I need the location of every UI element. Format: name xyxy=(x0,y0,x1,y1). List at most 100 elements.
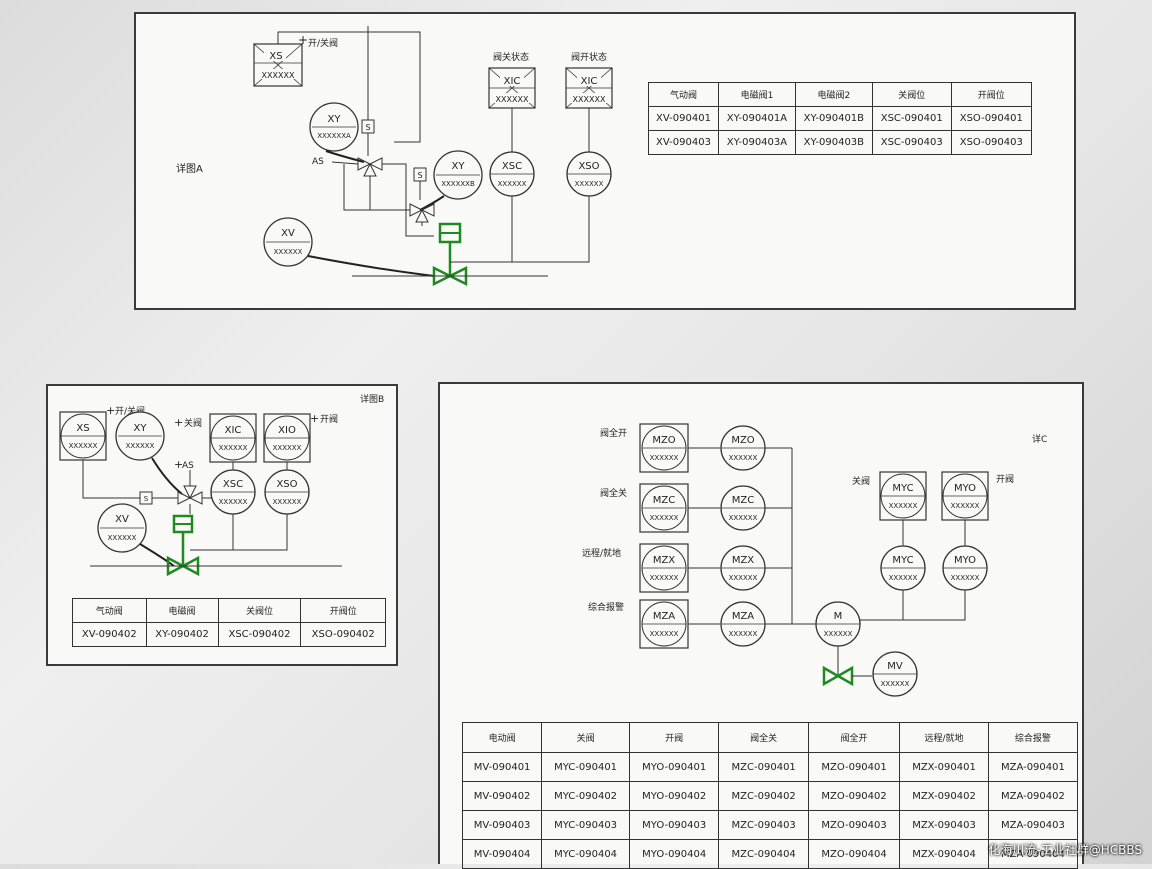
svg-text:MZA: MZA xyxy=(732,611,754,622)
svg-text:MZO: MZO xyxy=(652,435,675,446)
svg-text:XXXXXX: XXXXXX xyxy=(951,502,980,510)
svg-text:XXXXXX: XXXXXX xyxy=(273,444,302,452)
svg-text:MZX: MZX xyxy=(653,555,675,566)
svg-text:+: + xyxy=(174,458,183,471)
svg-text:+: + xyxy=(174,416,183,429)
mzc-box: MZC XXXXXX xyxy=(639,483,689,533)
full-close-label: 阀全关 xyxy=(600,487,627,499)
full-open-label: 阀全开 xyxy=(600,427,627,439)
detail-a-diagram: 详图A XS XXXXXX + 开/关阀 S S XY XXXXXXA xyxy=(176,26,613,287)
svg-text:S: S xyxy=(144,495,149,503)
pneumatic-valve-icon xyxy=(432,222,468,287)
closed-status-label: 阀关状态 xyxy=(493,51,529,63)
svg-text:XXXXXXA: XXXXXXA xyxy=(317,132,351,140)
detail-a-open-close: 开/关阀 xyxy=(308,37,338,49)
detail-a-panel: 详图A XS XXXXXX + 开/关阀 S S XY XXXXXXA xyxy=(134,12,1076,310)
svg-text:+: + xyxy=(310,412,319,425)
detail-c-panel: 详C 阀全开 阀全关 远程/就地 综合报警 MZO XXXXXX MZC XXX… xyxy=(438,382,1084,869)
svg-text:XV: XV xyxy=(281,228,295,239)
xs-box: XS XXXXXX xyxy=(253,43,303,87)
svg-text:XS: XS xyxy=(76,423,89,434)
svg-text:XSC: XSC xyxy=(502,161,522,172)
three-way-valve-b xyxy=(409,203,435,223)
svg-text:S: S xyxy=(365,123,370,132)
mzo-box: MZO XXXXXX xyxy=(639,423,689,473)
svg-text:XXXXXX: XXXXXX xyxy=(575,180,604,188)
svg-text:XY: XY xyxy=(452,161,466,172)
detail-c-open-valve: 开阀 xyxy=(996,474,1014,485)
svg-text:XXXXXX: XXXXXX xyxy=(273,498,302,506)
watermark: 化海川流-工业社群@HCBBS xyxy=(988,843,1142,857)
xic-box-b: XIC XXXXXX xyxy=(209,413,257,463)
svg-text:XIC: XIC xyxy=(504,76,521,87)
detail-c-diagram: 详C 阀全开 阀全关 远程/就地 综合报警 MZO XXXXXX MZC XXX… xyxy=(582,423,1047,697)
xs-box-b: XS XXXXXX xyxy=(59,411,107,461)
svg-text:XSO: XSO xyxy=(276,479,297,490)
svg-text:XSO: XSO xyxy=(578,161,599,172)
detail-b-close-valve: 关阀 xyxy=(184,417,202,429)
svg-text:XIC: XIC xyxy=(225,425,242,436)
svg-text:XXXXXX: XXXXXX xyxy=(881,680,910,688)
svg-text:MZX: MZX xyxy=(732,555,754,566)
xic-box-open: XIC XXXXXX xyxy=(565,67,613,109)
svg-text:XY: XY xyxy=(328,114,342,125)
svg-text:MYO: MYO xyxy=(954,555,976,566)
detail-b-open-valve: 开阀 xyxy=(320,414,338,425)
remote-local-label: 远程/就地 xyxy=(582,547,621,559)
svg-text:MZC: MZC xyxy=(732,495,754,506)
detail-a-label: 详图A xyxy=(176,162,203,175)
svg-text:XXXXXX: XXXXXX xyxy=(650,630,679,638)
svg-text:XV: XV xyxy=(115,514,129,525)
svg-text:MZO: MZO xyxy=(731,435,754,446)
svg-text:XXXXXX: XXXXXX xyxy=(69,442,98,450)
svg-text:MZA: MZA xyxy=(653,611,675,622)
svg-text:XXXXXX: XXXXXX xyxy=(951,574,980,582)
svg-text:MYC: MYC xyxy=(892,555,913,566)
svg-text:+: + xyxy=(106,404,115,417)
mza-box: MZA XXXXXX xyxy=(639,599,689,649)
svg-text:XXXXXX: XXXXXX xyxy=(108,534,137,542)
svg-text:M: M xyxy=(834,611,843,622)
svg-text:MYO: MYO xyxy=(954,483,976,494)
detail-c-label: 详C xyxy=(1032,433,1047,445)
svg-text:MYC: MYC xyxy=(892,483,913,494)
detail-c-close-valve: 关阀 xyxy=(852,475,870,487)
svg-text:XXXXXX: XXXXXX xyxy=(126,442,155,450)
detail-b-label: 详图B xyxy=(360,393,384,405)
detail-b-panel: 详图B XS XXXXXX + 开/关阀 XY XXXXXX + 关阀 XIC … xyxy=(46,384,398,666)
svg-text:XXXXXX: XXXXXX xyxy=(219,444,248,452)
svg-text:XXXXXX: XXXXXX xyxy=(496,95,529,104)
detail-b-diagram: 详图B XS XXXXXX + 开/关阀 XY XXXXXX + 关阀 XIC … xyxy=(59,393,384,577)
svg-text:XXXXXX: XXXXXX xyxy=(824,630,853,638)
svg-text:XXXXXX: XXXXXX xyxy=(262,71,295,80)
svg-text:XXXXXXB: XXXXXXB xyxy=(441,180,475,188)
svg-text:XY: XY xyxy=(134,423,148,434)
svg-text:XXXXXX: XXXXXX xyxy=(219,498,248,506)
svg-text:XXXXXX: XXXXXX xyxy=(650,454,679,462)
svg-text:XXXXXX: XXXXXX xyxy=(729,630,758,638)
svg-text:MZC: MZC xyxy=(653,495,675,506)
svg-text:XXXXXX: XXXXXX xyxy=(889,574,918,582)
svg-text:XIC: XIC xyxy=(581,76,598,87)
svg-text:XXXXXX: XXXXXX xyxy=(650,574,679,582)
svg-text:XXXXXX: XXXXXX xyxy=(650,514,679,522)
svg-text:XS: XS xyxy=(269,51,282,62)
svg-text:XXXXXX: XXXXXX xyxy=(889,502,918,510)
alarm-label: 综合报警 xyxy=(588,601,624,613)
open-status-label: 阀开状态 xyxy=(571,51,607,63)
svg-text:+: + xyxy=(298,33,308,47)
xic-box-closed: XIC XXXXXX xyxy=(488,67,536,109)
mzx-box: MZX XXXXXX xyxy=(639,543,689,593)
three-way-valve-b-icon xyxy=(177,485,203,505)
xio-box-b: XIO XXXXXX xyxy=(263,413,311,463)
as-label-b: AS xyxy=(182,461,194,471)
myo-box: MYO XXXXXX xyxy=(941,471,989,521)
svg-text:XXXXXX: XXXXXX xyxy=(498,180,527,188)
svg-text:XSC: XSC xyxy=(223,479,243,490)
svg-text:XXXXXX: XXXXXX xyxy=(729,454,758,462)
svg-text:XXXXXX: XXXXXX xyxy=(573,95,606,104)
svg-text:XXXXXX: XXXXXX xyxy=(274,248,303,256)
